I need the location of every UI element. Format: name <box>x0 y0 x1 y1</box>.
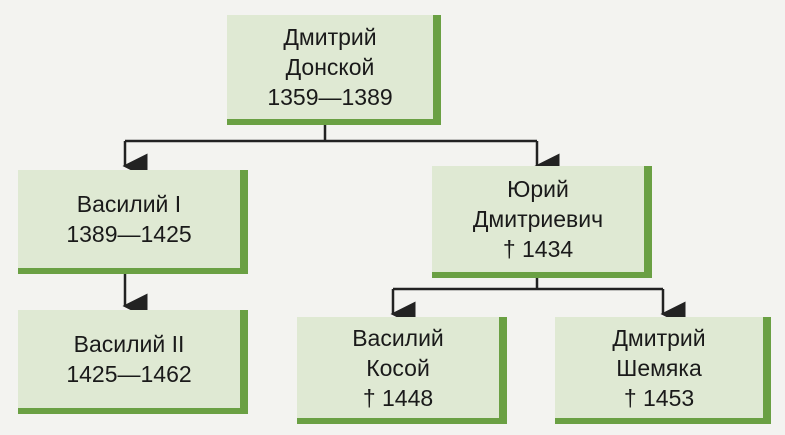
node-name-line-1: Дмитрий <box>612 324 706 351</box>
node-dmitry-shemyaka: Дмитрий Шемяка † 1453 <box>555 317 771 424</box>
node-name-line-1: Юрий <box>507 176 569 202</box>
node-years: † 1453 <box>623 384 695 411</box>
node-name-line-2: Шемяка <box>616 354 702 381</box>
node-vasily-i: Василий I 1389—1425 <box>18 170 248 274</box>
node-name-line-2: Косой <box>366 354 430 381</box>
node-name: Василий II <box>73 331 185 357</box>
node-years: 1389—1425 <box>66 221 192 247</box>
node-name-line-1: Дмитрий <box>283 24 377 50</box>
node-vasily-ii: Василий II 1425—1462 <box>18 310 248 414</box>
node-years: 1425—1462 <box>66 361 192 387</box>
node-years: † 1448 <box>362 384 434 411</box>
root-connector <box>125 124 537 143</box>
node-years: 1359—1389 <box>267 84 393 110</box>
yuri-connector <box>393 276 663 291</box>
node-name: Василий I <box>76 191 182 217</box>
node-name-line-1: Василий <box>352 324 444 351</box>
node-yuri-dmitrievich: Юрий Дмитриевич † 1434 <box>432 166 652 278</box>
node-name-line-2: Донской <box>285 54 375 80</box>
node-vasily-kosoy: Василий Косой † 1448 <box>297 317 507 424</box>
node-name-line-2: Дмитриевич <box>472 206 604 232</box>
node-years: † 1434 <box>502 236 574 262</box>
node-dmitry-donskoy: Дмитрий Донской 1359—1389 <box>227 15 441 125</box>
